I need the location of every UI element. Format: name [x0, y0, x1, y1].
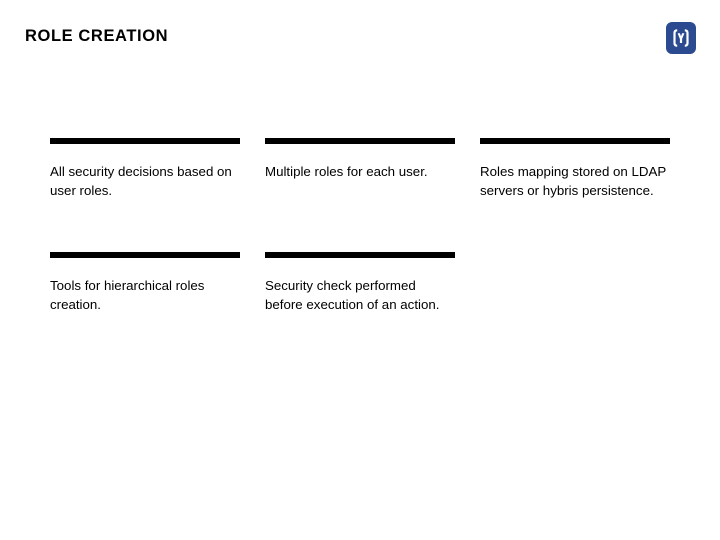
card-rule — [480, 138, 670, 144]
hybris-logo — [666, 22, 696, 54]
feature-row-1: All security decisions based on user rol… — [50, 138, 670, 200]
card-security-check: Security check performed before executio… — [265, 252, 455, 314]
card-text: Multiple roles for each user. — [265, 164, 428, 179]
card-text: Roles mapping stored on LDAP servers or … — [480, 164, 667, 198]
card-text: Security check performed before executio… — [265, 278, 440, 312]
card-multiple-roles: Multiple roles for each user. — [265, 138, 455, 200]
card-rule — [265, 252, 455, 258]
feature-grid: All security decisions based on user rol… — [50, 138, 670, 314]
card-rule — [265, 138, 455, 144]
card-security-decisions: All security decisions based on user rol… — [50, 138, 240, 200]
card-text: All security decisions based on user rol… — [50, 164, 232, 198]
card-text: Tools for hierarchical roles creation. — [50, 278, 205, 312]
card-roles-mapping: Roles mapping stored on LDAP servers or … — [480, 138, 670, 200]
feature-row-2: Tools for hierarchical roles creation. S… — [50, 252, 670, 314]
card-rule — [50, 252, 240, 258]
card-rule — [50, 138, 240, 144]
card-hierarchical-tools: Tools for hierarchical roles creation. — [50, 252, 240, 314]
page-title: ROLE CREATION — [25, 27, 169, 45]
